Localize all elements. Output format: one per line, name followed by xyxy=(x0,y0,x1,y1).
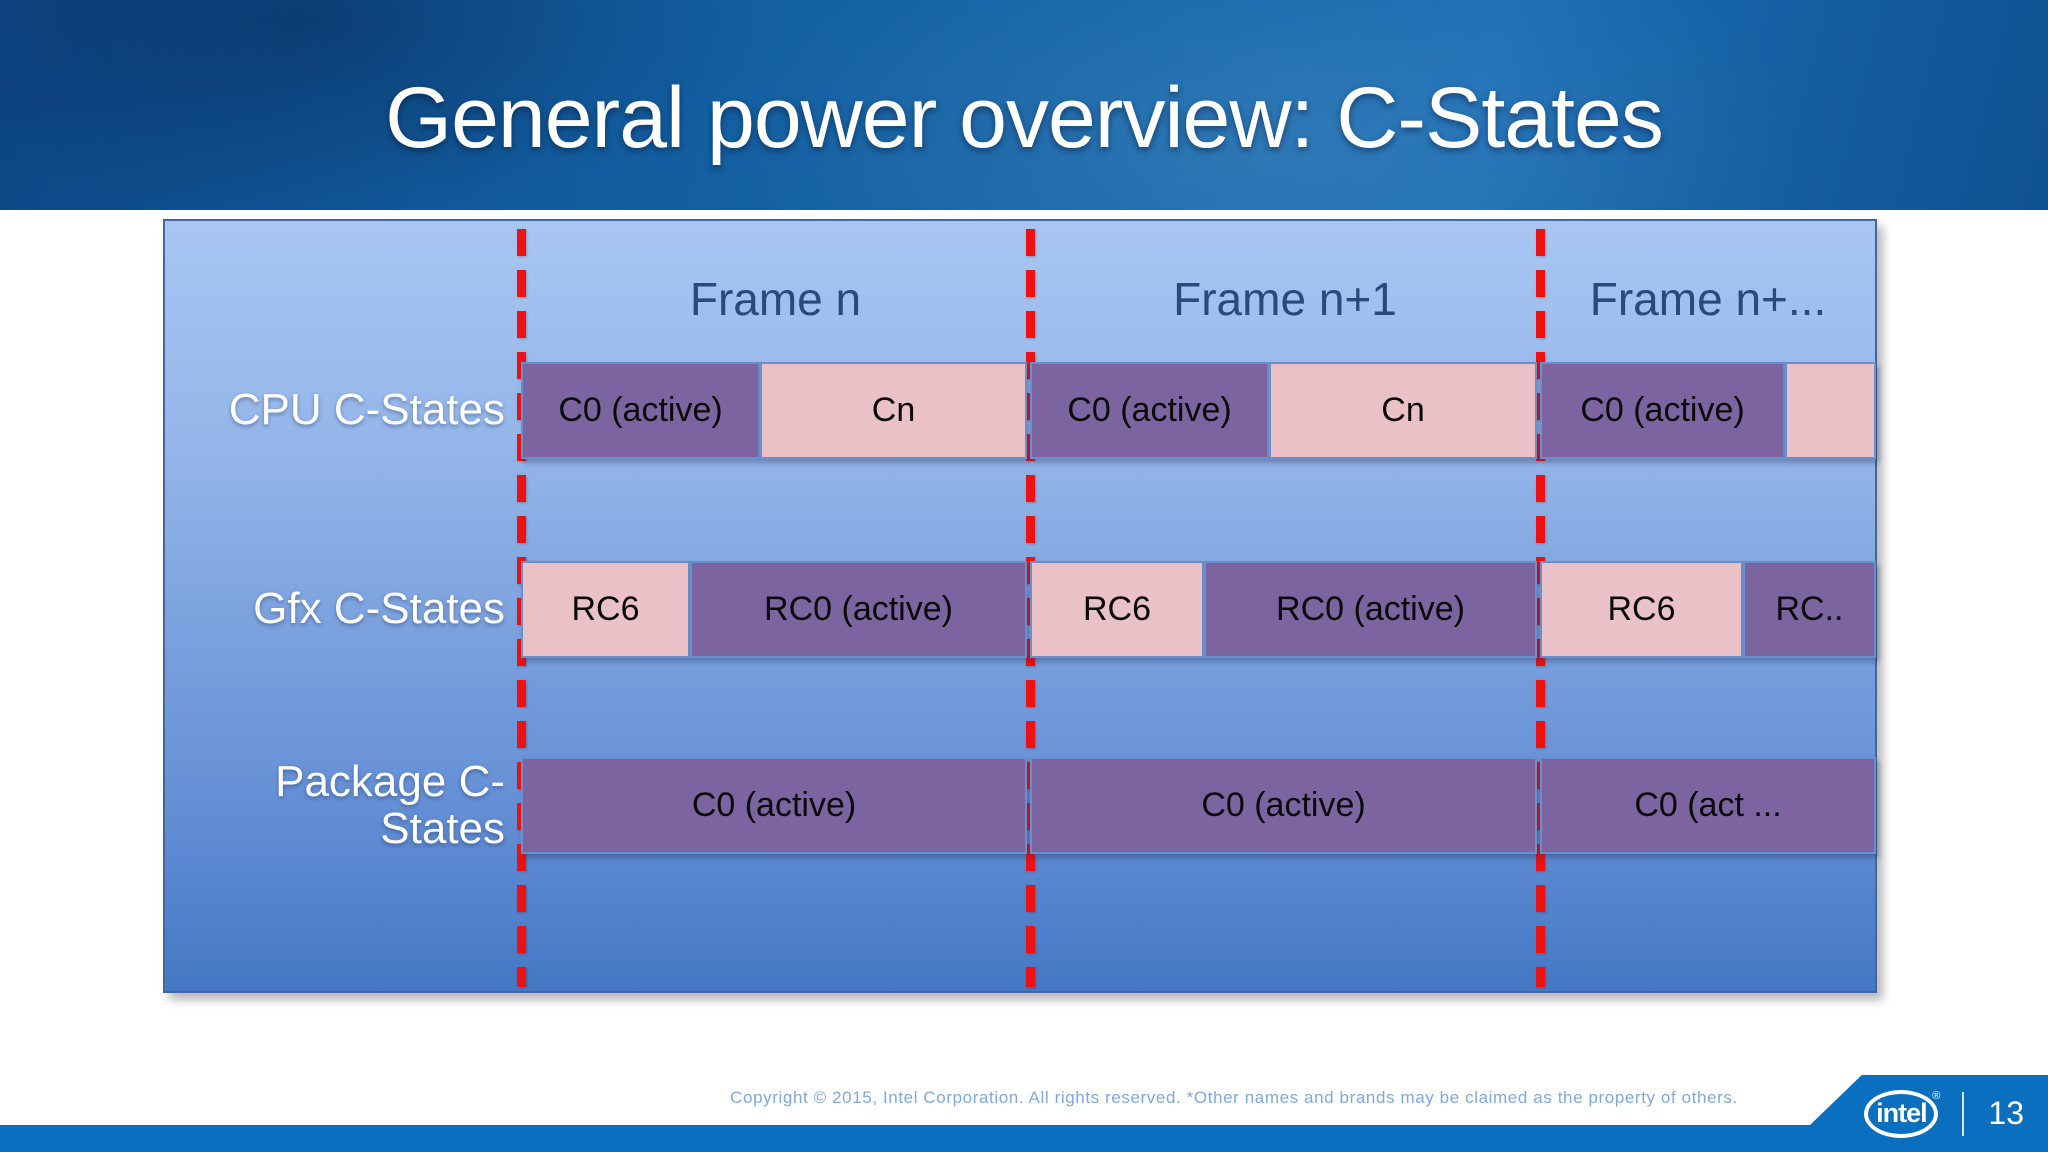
slide-title: General power overview: C-States xyxy=(385,69,1664,166)
state-bar: Cn xyxy=(1269,362,1537,459)
state-bar: C0 (active) xyxy=(521,757,1027,854)
intel-badge: intel ® 13 xyxy=(1782,1075,2048,1152)
state-bar: RC6 xyxy=(1540,561,1743,658)
state-bar: RC0 (active) xyxy=(690,561,1027,658)
state-bar: RC6 xyxy=(1030,561,1204,658)
slide-header: General power overview: C-States xyxy=(0,0,2048,210)
state-bar: C0 (active) xyxy=(521,362,760,459)
intel-logo-text: intel xyxy=(1876,1098,1928,1128)
state-bar: Cn xyxy=(760,362,1027,459)
row-label: Package C-States xyxy=(275,756,505,853)
copyright-text: Copyright © 2015, Intel Corporation. All… xyxy=(730,1088,1738,1107)
row-label: Gfx C-States xyxy=(253,584,505,634)
state-bar: RC.. xyxy=(1743,561,1876,658)
registered-mark: ® xyxy=(1932,1089,1941,1102)
row-label: CPU C-States xyxy=(228,385,505,435)
state-bar: C0 (active) xyxy=(1030,757,1537,854)
state-bar: C0 (active) xyxy=(1540,362,1785,459)
frame-label: Frame n+1 xyxy=(1173,273,1397,325)
state-bar: C0 (active) xyxy=(1030,362,1269,459)
bottom-brand-strip xyxy=(0,1125,2048,1152)
state-bar: C0 (act ... xyxy=(1540,757,1876,854)
frame-label: Frame n xyxy=(689,273,862,325)
state-bar xyxy=(1785,362,1876,459)
state-bar: RC0 (active) xyxy=(1204,561,1537,658)
page-number: 13 xyxy=(1988,1095,2024,1131)
frame-label: Frame n+... xyxy=(1589,273,1827,325)
state-bar: RC6 xyxy=(521,561,690,658)
badge-separator xyxy=(1962,1091,1965,1136)
intel-logo-icon: intel ® xyxy=(1864,1089,1941,1138)
cstates-timeline-panel: Frame n Frame n+1 Frame n+... CPU C-States… xyxy=(163,219,1877,993)
